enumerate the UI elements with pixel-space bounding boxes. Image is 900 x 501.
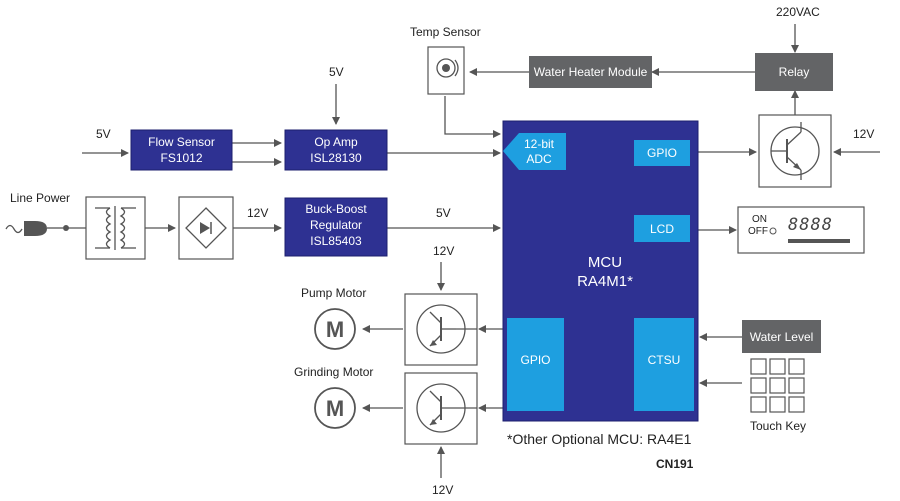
pump-12v-label: 12V (433, 244, 454, 258)
grinding-motor-symbol: M (326, 396, 344, 421)
ctsu-block (634, 318, 694, 411)
grind-12v-label: 12V (432, 483, 453, 497)
flow-5v-label: 5V (96, 127, 111, 141)
pump-motor-icon: M (314, 308, 356, 350)
water-heater-block: Water Heater Module (529, 56, 652, 88)
mcu-part: RA4M1* (577, 273, 633, 290)
touch-key-grid (750, 358, 805, 413)
op-amp-title: Op Amp (314, 135, 358, 149)
grinding-motor-label: Grinding Motor (294, 365, 373, 379)
relay-12v-label: 12V (853, 127, 874, 141)
mcu-block: 12-bit ADC GPIO LCD MCU RA4M1* GPIO CTSU (502, 120, 699, 422)
display-digits: 8888 (788, 215, 833, 235)
touch-key-label: Touch Key (750, 419, 806, 433)
water-heater-label: Water Heater Module (534, 65, 648, 79)
grinding-transistor-icon (404, 372, 478, 445)
flow-sensor-title: Flow Sensor (148, 135, 215, 149)
ac-plug-icon (5, 221, 69, 236)
water-level-block: Water Level (742, 320, 821, 353)
buck-boost-subtitle: Regulator (310, 218, 362, 232)
lcd-label: LCD (650, 222, 674, 236)
lcd-block (634, 215, 690, 242)
adc-label-1: 12-bit (524, 137, 555, 151)
rectifier-12v-label: 12V (247, 206, 268, 220)
lcd-display-icon: ON OFF 8888 (737, 206, 865, 254)
relay-transistor-icon (758, 114, 832, 188)
temp-sensor-label: Temp Sensor (410, 25, 481, 39)
ac-220v-label: 220VAC (776, 5, 820, 19)
bridge-rectifier-icon (178, 196, 234, 260)
water-level-label: Water Level (750, 330, 814, 344)
grinding-motor-icon: M (314, 387, 356, 429)
buck-boost-block: Buck-Boost Regulator ISL85403 (284, 197, 388, 257)
display-off-label: OFF (748, 226, 768, 237)
diagram-code: CN191 (656, 457, 694, 471)
flow-sensor-block: Flow Sensor FS1012 (130, 129, 233, 171)
display-on-label: ON (752, 214, 767, 225)
flow-sensor-part: FS1012 (160, 151, 202, 165)
opamp-5v-label: 5V (329, 65, 344, 79)
adc-block (503, 133, 566, 170)
adc-label-2: ADC (526, 152, 552, 166)
gpio-top-label: GPIO (647, 146, 677, 160)
gpio-bottom-label: GPIO (520, 353, 550, 367)
temp-sensor-icon (427, 46, 465, 95)
connection-lines (66, 24, 880, 478)
optional-mcu-note: *Other Optional MCU: RA4E1 (507, 431, 692, 447)
transformer-icon (85, 196, 146, 260)
relay-block: Relay (755, 53, 833, 91)
pump-motor-label: Pump Motor (301, 286, 366, 300)
relay-label: Relay (779, 65, 810, 79)
op-amp-part: ISL28130 (310, 151, 362, 165)
buck-boost-part: ISL85403 (310, 234, 362, 248)
mcu-name: MCU (588, 254, 622, 271)
op-amp-block: Op Amp ISL28130 (284, 129, 388, 171)
gpio-bottom-block (507, 318, 564, 411)
gpio-top-block (634, 140, 690, 166)
buck-boost-title: Buck-Boost (305, 202, 367, 216)
ctsu-label: CTSU (648, 353, 681, 367)
pump-transistor-icon (404, 293, 478, 366)
mcu-5v-label: 5V (436, 206, 451, 220)
line-power-label: Line Power (10, 191, 70, 205)
pump-motor-symbol: M (326, 317, 344, 342)
